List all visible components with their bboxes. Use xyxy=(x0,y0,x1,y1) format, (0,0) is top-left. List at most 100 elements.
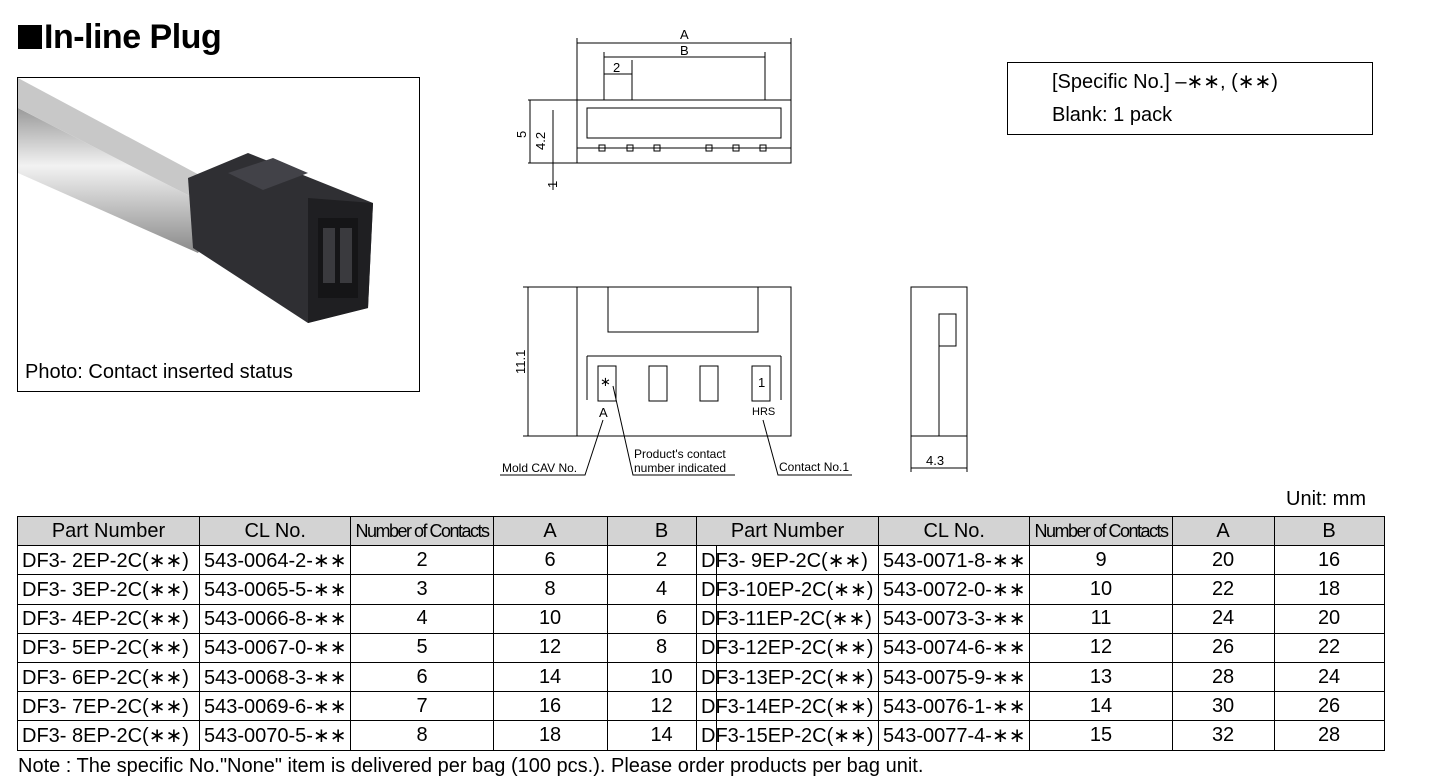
dim-4-2-label: 4.2 xyxy=(533,132,548,150)
page-title: In-line Plug xyxy=(18,18,222,57)
cl-no-cell: 543-0072-0-∗∗ xyxy=(877,574,1031,605)
contacts-cell: 4 xyxy=(350,603,494,634)
dim-11-1-label: 11.1 xyxy=(513,350,528,374)
cav-mark-label: A xyxy=(599,405,608,420)
header-cl-no: CL No. xyxy=(877,515,1031,547)
unit-label: Unit: mm xyxy=(1286,488,1366,510)
part-number-cell: DF3- 7EP-2C(∗∗) xyxy=(17,691,200,722)
part-number-cell: DF3-10EP-2C(∗∗) xyxy=(696,574,879,605)
part-number-cell: DF3-14EP-2C(∗∗) xyxy=(696,691,879,722)
part-number-cell: DF3-13EP-2C(∗∗) xyxy=(696,661,879,693)
specific-no-line: [Specific No.] –∗∗, (∗∗) xyxy=(1052,71,1278,93)
contacts-cell: 2 xyxy=(350,545,494,576)
a-cell: 20 xyxy=(1171,545,1275,576)
a-cell: 6 xyxy=(492,545,608,576)
contacts-cell: 15 xyxy=(1029,720,1173,751)
dim-2-label: 2 xyxy=(613,60,620,75)
b-cell: 18 xyxy=(1273,574,1385,605)
callout-product-label: Product's contact xyxy=(634,447,726,461)
b-cell: 16 xyxy=(1273,545,1385,576)
contacts-cell: 3 xyxy=(350,574,494,605)
contacts-cell: 12 xyxy=(1029,632,1173,663)
part-number-cell: DF3-11EP-2C(∗∗) xyxy=(696,603,879,634)
a-cell: 26 xyxy=(1171,632,1275,663)
connector-photo-image xyxy=(18,78,373,323)
a-cell: 28 xyxy=(1171,661,1275,693)
b-cell: 20 xyxy=(1273,603,1385,634)
header-part-number: Part Number xyxy=(17,515,200,547)
cl-no-cell: 543-0064-2-∗∗ xyxy=(198,545,352,576)
cl-no-cell: 543-0073-3-∗∗ xyxy=(877,603,1031,634)
star-mark-label: ∗ xyxy=(600,374,611,389)
header-cl-no: CL No. xyxy=(198,515,352,547)
header-number-of-contacts: Number of Contacts xyxy=(1029,515,1173,547)
a-cell: 8 xyxy=(492,574,608,605)
dim-5-label: 5 xyxy=(514,131,529,138)
b-cell: 22 xyxy=(1273,632,1385,663)
cl-no-cell: 543-0077-4-∗∗ xyxy=(877,720,1031,751)
contacts-cell: 7 xyxy=(350,691,494,722)
cl-no-cell: 543-0067-0-∗∗ xyxy=(198,632,352,663)
part-number-cell: DF3- 9EP-2C(∗∗) xyxy=(696,545,879,576)
photo-caption: Photo: Contact inserted status xyxy=(25,361,293,383)
part-number-cell: DF3- 4EP-2C(∗∗) xyxy=(17,603,200,634)
cl-no-cell: 543-0076-1-∗∗ xyxy=(877,691,1031,722)
contacts-cell: 6 xyxy=(350,661,494,693)
contacts-cell: 8 xyxy=(350,720,494,751)
specific-no-box: [Specific No.] –∗∗, (∗∗) Blank: 1 pack xyxy=(1007,62,1373,135)
header-a: A xyxy=(492,515,608,547)
part-number-cell: DF3- 8EP-2C(∗∗) xyxy=(17,720,200,751)
b-cell: 24 xyxy=(1273,661,1385,693)
a-cell: 10 xyxy=(492,603,608,634)
callout-product-label-2: number indicated xyxy=(634,461,726,475)
note-text: Note : The specific No."None" item is de… xyxy=(18,755,924,777)
blank-pack-line: Blank: 1 pack xyxy=(1052,104,1173,126)
header-part-number: Part Number xyxy=(696,515,879,547)
contacts-cell: 9 xyxy=(1029,545,1173,576)
parts-table-right: Part Number CL No. Number of Contacts A … xyxy=(696,515,1385,751)
dim-a-label: A xyxy=(680,27,689,42)
part-number-cell: DF3- 6EP-2C(∗∗) xyxy=(17,661,200,693)
a-cell: 18 xyxy=(492,720,608,751)
contacts-cell: 14 xyxy=(1029,691,1173,722)
part-number-cell: DF3- 2EP-2C(∗∗) xyxy=(17,545,200,576)
cl-no-cell: 543-0071-8-∗∗ xyxy=(877,545,1031,576)
contacts-cell: 13 xyxy=(1029,661,1173,693)
cl-no-cell: 543-0074-6-∗∗ xyxy=(877,632,1031,663)
brand-mark-label: HRS xyxy=(752,406,775,418)
dim-1-label: 1 xyxy=(545,181,560,188)
parts-table-left: Part Number CL No. Number of Contacts A … xyxy=(17,515,717,751)
header-number-of-contacts: Number of Contacts xyxy=(350,515,494,547)
header-b: B xyxy=(1273,515,1385,547)
a-cell: 30 xyxy=(1171,691,1275,722)
a-cell: 16 xyxy=(492,691,608,722)
technical-drawing: A B 2 5 4.2 1 11.1 4.3 A ∗ 1 HRS Mold CA… xyxy=(500,27,968,476)
callout-cav-label: Mold CAV No. xyxy=(502,461,577,475)
dim-4-3-label: 4.3 xyxy=(926,453,944,468)
cl-no-cell: 543-0070-5-∗∗ xyxy=(198,720,352,751)
page-title-text: In-line Plug xyxy=(44,18,222,56)
b-cell: 26 xyxy=(1273,691,1385,722)
contacts-cell: 5 xyxy=(350,632,494,663)
part-number-cell: DF3- 3EP-2C(∗∗) xyxy=(17,574,200,605)
a-cell: 24 xyxy=(1171,603,1275,634)
callout-contact-label: Contact No.1 xyxy=(779,460,849,474)
header-a: A xyxy=(1171,515,1275,547)
square-bullet-icon xyxy=(18,25,42,49)
dim-b-label: B xyxy=(680,43,689,58)
contacts-cell: 10 xyxy=(1029,574,1173,605)
cl-no-cell: 543-0066-8-∗∗ xyxy=(198,603,352,634)
cl-no-cell: 543-0065-5-∗∗ xyxy=(198,574,352,605)
cl-no-cell: 543-0068-3-∗∗ xyxy=(198,661,352,693)
